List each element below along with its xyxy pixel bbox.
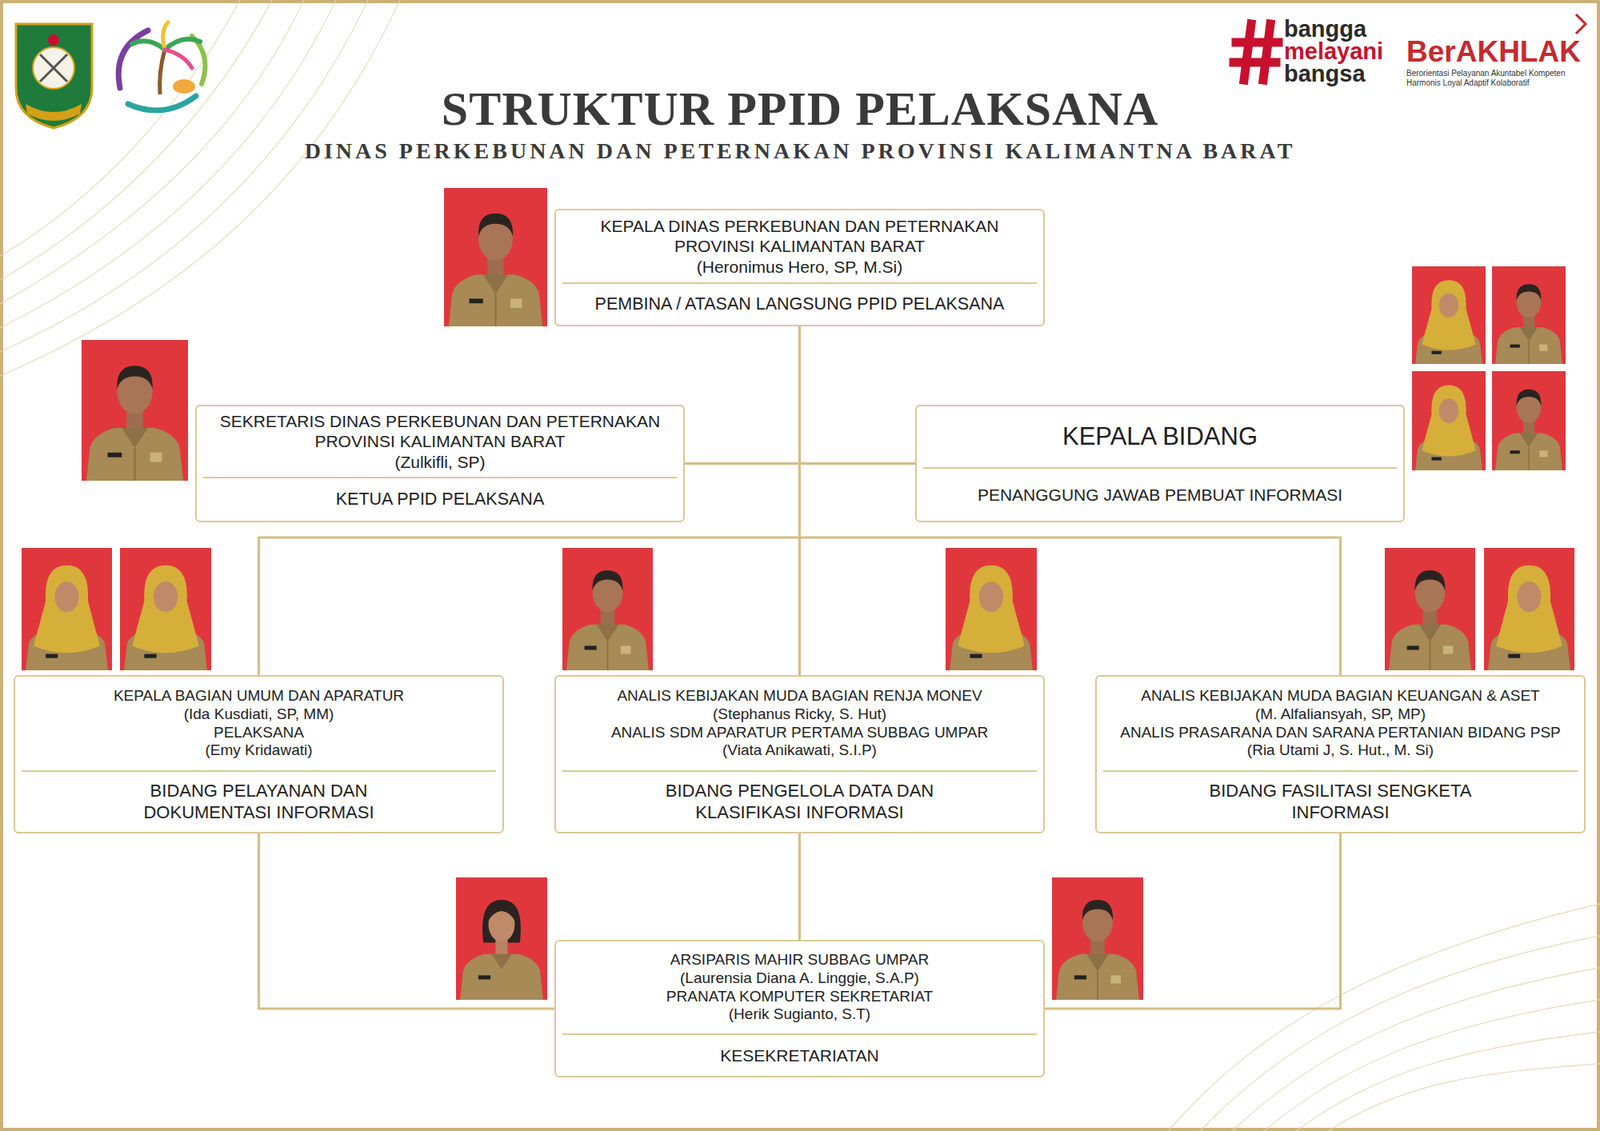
position-text: KEPALA BIDANG	[924, 421, 1396, 452]
staff-photo	[21, 548, 112, 671]
connector-line	[684, 326, 800, 464]
position-text: ANALIS KEBIJAKAN MUDA BAGIAN KEUANGAN & …	[1104, 687, 1576, 706]
brand-tagline: Berorientasi Pelayanan Akuntabel Kompete…	[1406, 68, 1588, 88]
connector-line	[800, 326, 916, 464]
box-lower: BIDANG PELAYANAN DAN DOKUMENTASI INFORMA…	[15, 772, 503, 832]
box-upper: KEPALA BIDANG	[916, 406, 1404, 468]
position-text: KEPALA BAGIAN UMUM DAN APARATUR	[23, 687, 495, 706]
position-text: ARSIPARIS MAHIR SUBBAG UMPAR	[564, 951, 1036, 970]
staff-photo	[945, 548, 1037, 671]
staff-photo	[1492, 266, 1566, 364]
staff-photo	[562, 548, 653, 671]
position-text: (Heronimus Hero, SP, M.Si)	[564, 256, 1036, 277]
org-box: KEPALA BIDANG PENANGGUNG JAWAB PEMBUAT IN…	[915, 404, 1405, 523]
staff-photo	[1384, 548, 1476, 671]
position-text: (M. Alfaliansyah, SP, MP)	[1104, 705, 1576, 724]
position-text: KEPALA DINAS PERKEBUNAN DAN PETERNAKAN P…	[564, 216, 1036, 256]
box-upper: KEPALA DINAS PERKEBUNAN DAN PETERNAKAN P…	[556, 210, 1044, 283]
brand-name: BerAKHLAK	[1406, 36, 1581, 67]
box-divider	[21, 770, 496, 772]
page-subtitle: DINAS PERKEBUNAN DAN PETERNAKAN PROVINSI…	[0, 140, 1600, 163]
box-lower: KETUA PPID PELAKSANA	[196, 478, 684, 521]
province-logo	[16, 24, 92, 128]
org-box: KEPALA BAGIAN UMUM DAN APARATUR(Ida Kusd…	[13, 675, 504, 834]
position-text: ANALIS PRASARANA DAN SARANA PERTANIAN BI…	[1104, 724, 1576, 743]
staff-photo	[1052, 877, 1144, 1000]
ppid-role: KETUA PPID PELAKSANA	[336, 489, 545, 511]
position-text: PELAKSANA	[23, 724, 495, 743]
position-text: (Laurensia Diana A. Linggie, S.A.P)	[564, 969, 1036, 988]
chevron-mark	[1576, 14, 1586, 34]
box-upper: SEKRETARIS DINAS PERKEBUNAN DAN PETERNAK…	[196, 406, 684, 477]
box-divider	[562, 1033, 1037, 1036]
ppid-role: BIDANG PELAYANAN DAN DOKUMENTASI INFORMA…	[99, 780, 420, 824]
box-lower: KESEKRETARIATAN	[556, 1035, 1044, 1076]
position-text: ANALIS KEBIJAKAN MUDA BAGIAN RENJA MONEV	[564, 687, 1036, 706]
org-box: ANALIS KEBIJAKAN MUDA BAGIAN RENJA MONEV…	[554, 675, 1045, 834]
staff-photo	[444, 188, 548, 327]
staff-photo	[120, 548, 212, 671]
box-divider	[1103, 770, 1578, 772]
connector-line	[259, 326, 800, 676]
box-upper: ARSIPARIS MAHIR SUBBAG UMPAR(Laurensia D…	[556, 941, 1044, 1034]
box-upper: KEPALA BAGIAN UMUM DAN APARATUR(Ida Kusd…	[15, 676, 503, 771]
position-text: (Stephanus Ricky, S. Hut)	[564, 705, 1036, 724]
slogan-word: bangga	[1284, 17, 1367, 41]
connector-line	[259, 833, 556, 1009]
position-text: (Zulkifli, SP)	[204, 452, 676, 472]
hashtag-symbol	[1233, 24, 1279, 80]
staff-photo	[1412, 371, 1486, 471]
slogan-word: bangsa	[1284, 62, 1366, 86]
box-divider	[203, 476, 677, 479]
org-box: SEKRETARIS DINAS PERKEBUNAN DAN PETERNAK…	[195, 404, 685, 523]
box-divider	[923, 467, 1397, 469]
box-lower: BIDANG PENGELOLA DATA DAN KLASIFIKASI IN…	[556, 772, 1044, 832]
org-box: KEPALA DINAS PERKEBUNAN DAN PETERNAKAN P…	[554, 208, 1045, 327]
ppid-role: PENANGGUNG JAWAB PEMBUAT INFORMASI	[977, 484, 1343, 505]
position-text: PRANATA KOMPUTER SEKRETARIAT	[564, 988, 1036, 1007]
position-text: (Viata Anikawati, S.I.P)	[564, 741, 1036, 760]
slogan-word: melayani	[1284, 40, 1384, 64]
position-text: ANALIS SDM APARATUR PERTAMA SUBBAG UMPAR	[564, 724, 1036, 743]
org-box: ANALIS KEBIJAKAN MUDA BAGIAN KEUANGAN & …	[1095, 675, 1586, 834]
staff-photo	[456, 877, 548, 1000]
staff-photo	[1484, 548, 1575, 671]
ppid-role: PEMBINA / ATASAN LANGSUNG PPID PELAKSANA	[595, 294, 1005, 316]
position-text: SEKRETARIS DINAS PERKEBUNAN DAN PETERNAK…	[204, 411, 676, 452]
box-lower: PEMBINA / ATASAN LANGSUNG PPID PELAKSANA	[556, 284, 1044, 325]
staff-photo	[1492, 371, 1566, 471]
page-title: STRUKTUR PPID PELAKSANA	[0, 84, 1600, 133]
agency-logo	[118, 22, 205, 111]
ppid-role: BIDANG PENGELOLA DATA DAN KLASIFIKASI IN…	[640, 780, 960, 824]
box-divider	[562, 770, 1037, 772]
staff-photo	[1412, 266, 1486, 364]
box-divider	[562, 282, 1037, 284]
box-lower: PENANGGUNG JAWAB PEMBUAT INFORMASI	[916, 468, 1404, 521]
org-box: ARSIPARIS MAHIR SUBBAG UMPAR(Laurensia D…	[554, 940, 1045, 1078]
staff-photo	[81, 340, 188, 481]
connector-line	[1044, 833, 1341, 1009]
box-upper: ANALIS KEBIJAKAN MUDA BAGIAN KEUANGAN & …	[1096, 676, 1584, 771]
box-upper: ANALIS KEBIJAKAN MUDA BAGIAN RENJA MONEV…	[556, 676, 1044, 771]
box-lower: BIDANG FASILITASI SENGKETA INFORMASI	[1096, 772, 1584, 832]
position-text: (Herik Sugianto, S.T)	[564, 1005, 1036, 1024]
position-text: (Ria Utami J, S. Hut., M. Si)	[1104, 741, 1576, 760]
position-text: (Ida Kusdiati, SP, MM)	[23, 705, 495, 724]
position-text: (Emy Kridawati)	[23, 741, 495, 760]
ppid-role: KESEKRETARIATAN	[720, 1045, 879, 1066]
connector-line	[798, 833, 801, 940]
ppid-role: BIDANG FASILITASI SENGKETA INFORMASI	[1180, 780, 1501, 824]
